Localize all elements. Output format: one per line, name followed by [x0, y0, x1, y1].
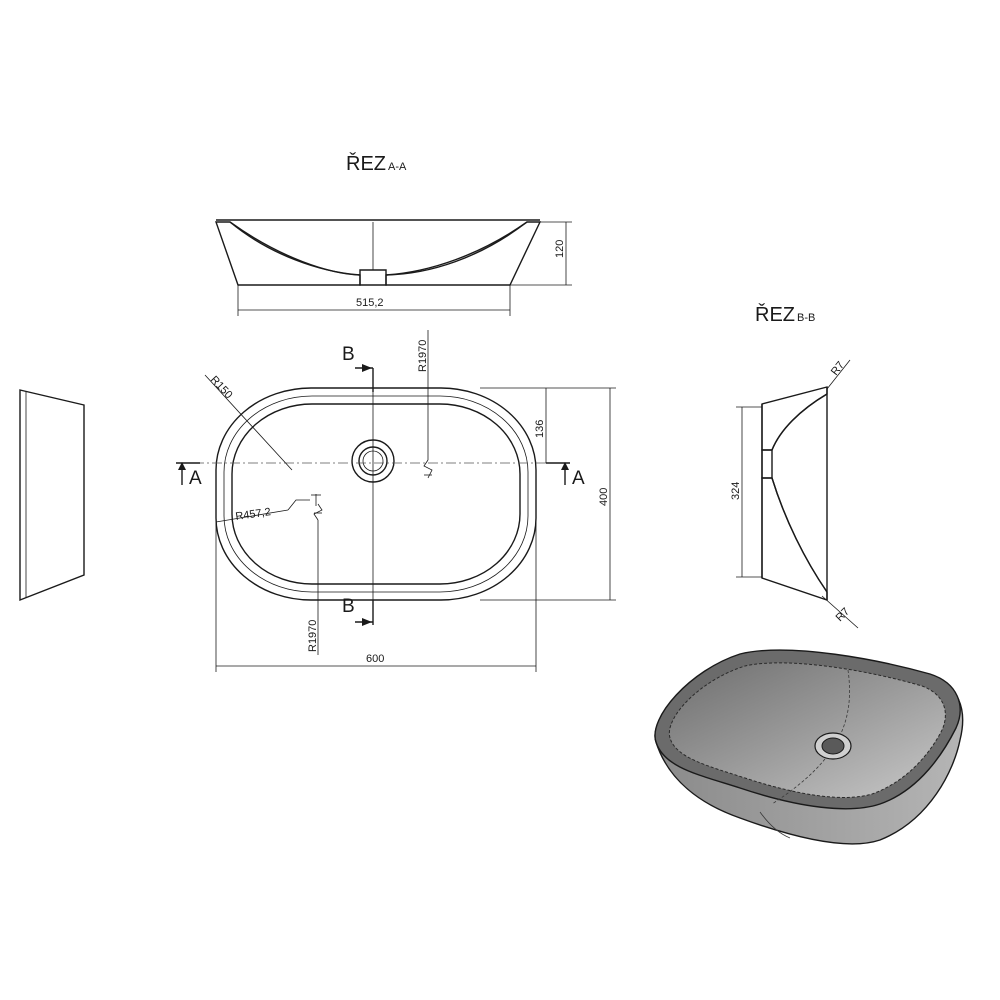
dim-bb-height: 324: [730, 482, 742, 500]
dim-plan-width: 600: [366, 653, 384, 665]
section-bb-label: ŘEZ: [755, 303, 795, 326]
side-view-left: [19, 389, 85, 602]
dim-r457: R457,2: [235, 506, 272, 523]
section-mark-a-left: A: [189, 468, 202, 489]
section-mark-b-bottom: B: [342, 596, 355, 617]
basin-3d-render: [654, 649, 964, 845]
dim-r7-top: R7: [829, 359, 847, 377]
section-aa-title: ŘEZ A-A: [346, 152, 407, 175]
section-bb-view: 324 R7 R7: [730, 359, 859, 629]
section-mark-b-top: B: [342, 344, 355, 365]
plan-view: A A B B 600 400 136 R150 R1970: [176, 330, 616, 672]
section-aa-label: ŘEZ: [346, 152, 386, 175]
section-aa-view: 120 515,2: [215, 219, 572, 316]
dim-plan-height: 400: [598, 488, 610, 506]
section-bb-sub: B-B: [797, 312, 815, 324]
section-bb-title: ŘEZ B-B: [755, 303, 815, 326]
dim-r150: R150: [208, 374, 235, 401]
dim-aa-height: 120: [554, 240, 566, 258]
dim-aa-width: 515,2: [356, 297, 384, 309]
dim-r1970-top: R1970: [417, 340, 429, 372]
dim-r1970-bottom: R1970: [307, 620, 319, 652]
section-mark-a-right: A: [572, 468, 585, 489]
dim-drain-offset: 136: [534, 420, 546, 438]
section-aa-sub: A-A: [388, 161, 407, 173]
